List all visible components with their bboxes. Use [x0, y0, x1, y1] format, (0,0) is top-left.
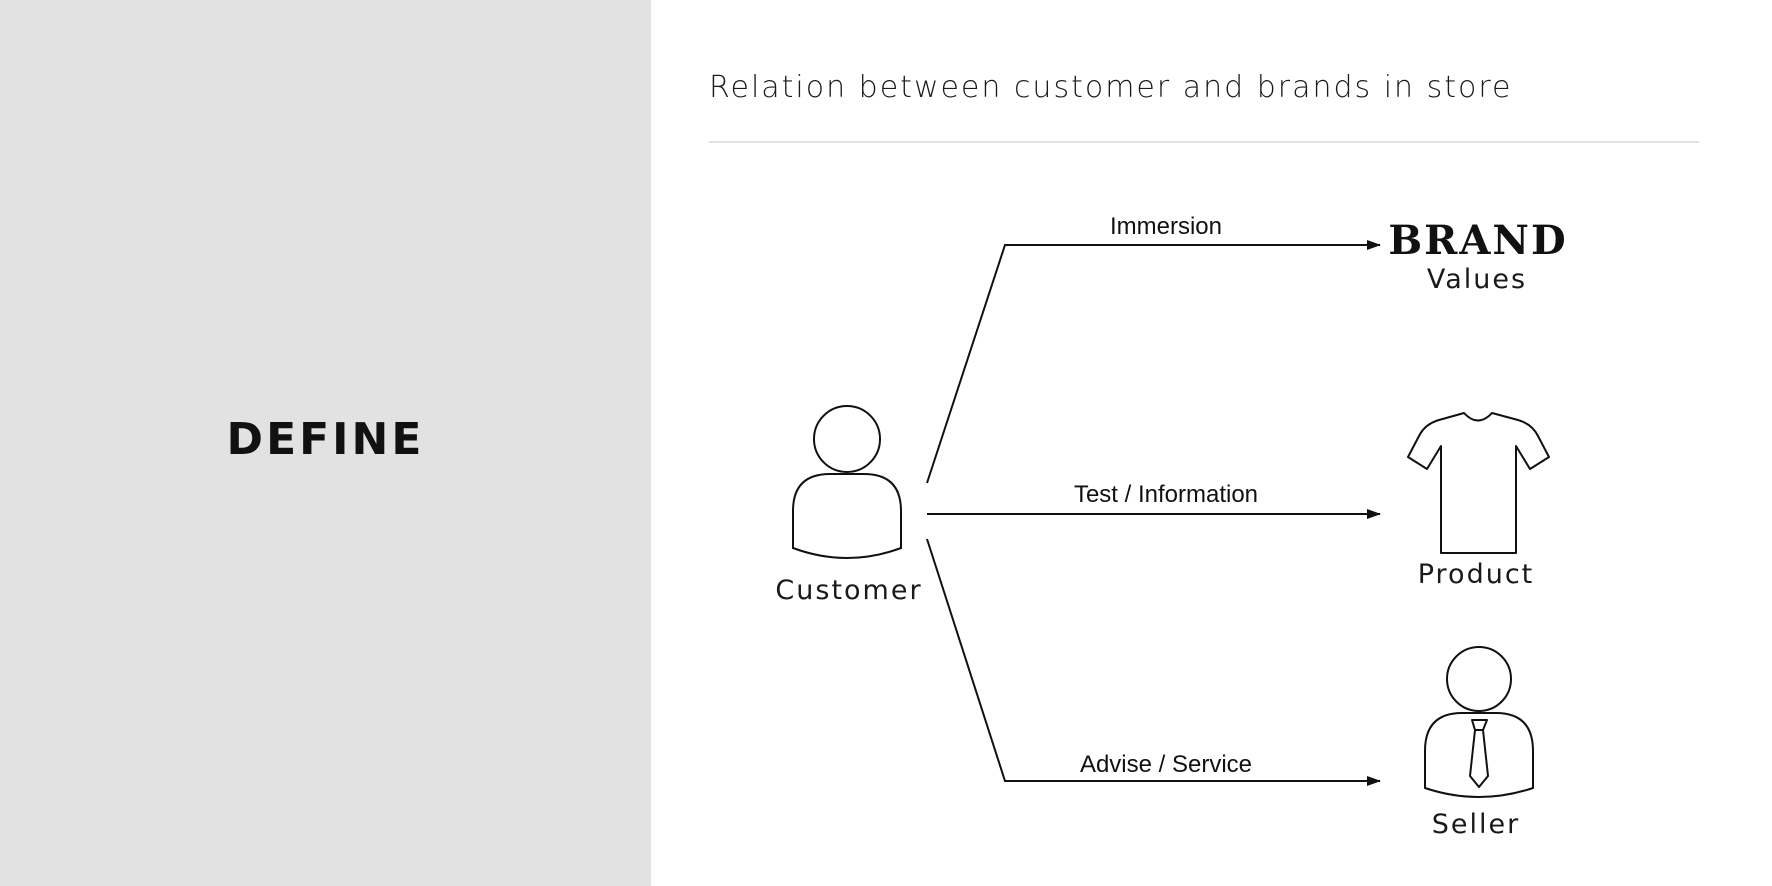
edge-label-advise-service: Advise / Service — [1080, 751, 1252, 778]
page-title: Relation between customer and brands in … — [709, 70, 1513, 105]
customer-icon — [792, 405, 902, 559]
customer-label: Customer — [775, 575, 922, 606]
edge-label-test-information: Test / Information — [1074, 481, 1258, 508]
brand-logo: BRAND — [1388, 217, 1567, 264]
seller-label: Seller — [1432, 809, 1520, 840]
values-label: Values — [1427, 264, 1527, 295]
product-label: Product — [1418, 559, 1535, 590]
title-divider — [709, 141, 1699, 143]
connector-advise-service — [926, 538, 1381, 786]
seller-icon — [1424, 646, 1534, 798]
tshirt-icon — [1407, 412, 1550, 554]
connector-immersion — [926, 240, 1381, 484]
section-heading: DEFINE — [226, 414, 425, 465]
left-panel: DEFINE — [0, 0, 651, 886]
edge-label-immersion: Immersion — [1110, 213, 1222, 240]
